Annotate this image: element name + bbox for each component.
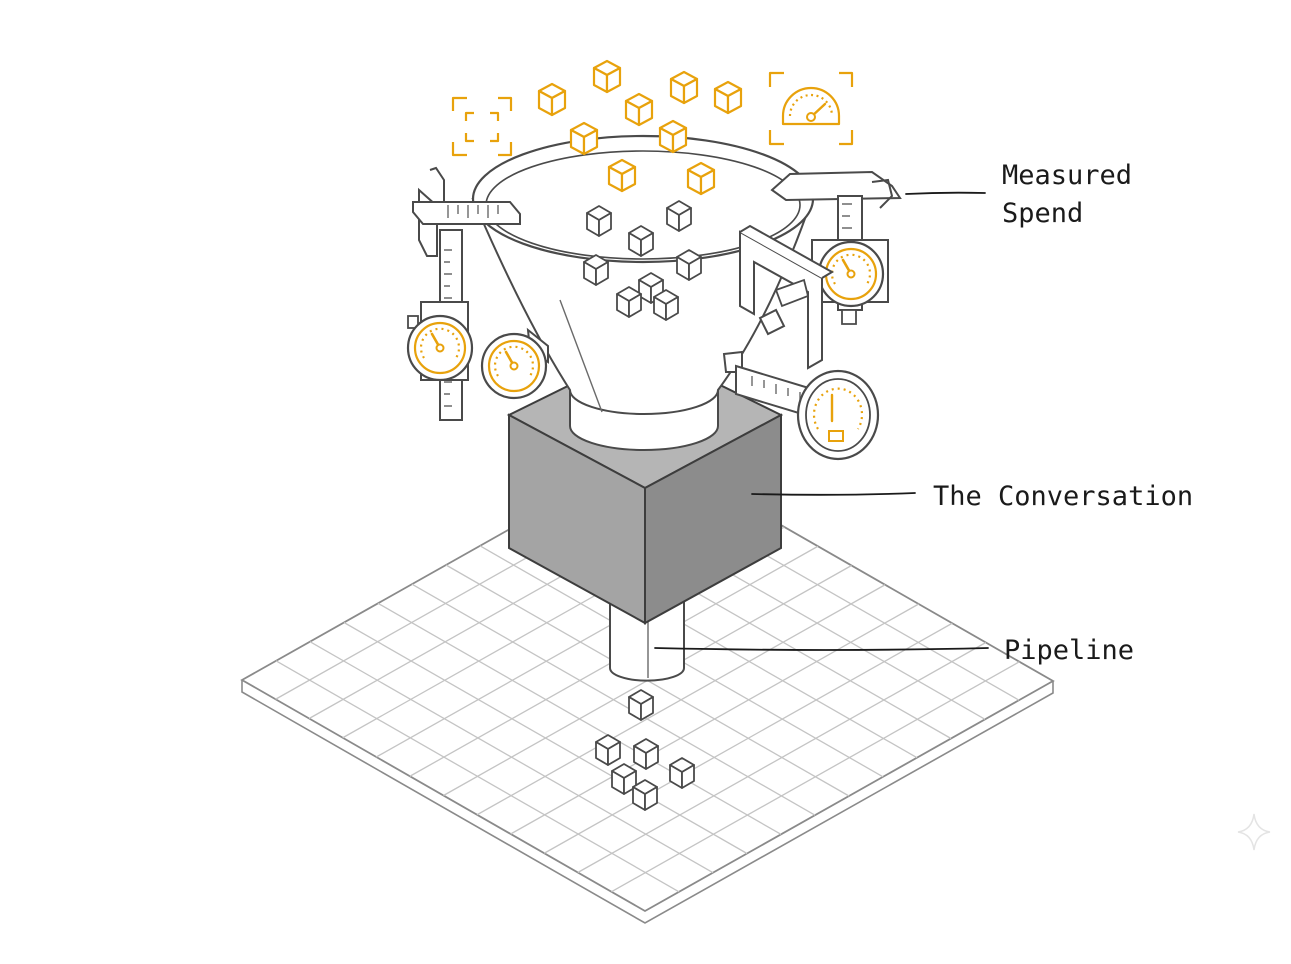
cube-icon bbox=[628, 689, 654, 721]
conversation-label: The Conversation bbox=[933, 481, 1193, 512]
measured-spend-label: Measured bbox=[1002, 160, 1132, 191]
measured-spend-label-line2: Spend bbox=[1002, 198, 1083, 229]
cube-icon bbox=[624, 92, 654, 127]
bracket-tool bbox=[739, 224, 834, 370]
callout-lines bbox=[654, 191, 989, 651]
cube-icon bbox=[592, 59, 622, 94]
grid-line bbox=[611, 661, 1020, 893]
cube-icon bbox=[583, 254, 609, 286]
pipeline-cylinder bbox=[609, 598, 685, 682]
gauge-icon bbox=[480, 327, 549, 400]
cube-icon bbox=[633, 738, 659, 770]
cube-icon bbox=[669, 757, 695, 789]
cube-icon bbox=[658, 119, 688, 154]
sparkle-icon bbox=[1237, 813, 1271, 851]
caliper-icon bbox=[722, 350, 880, 461]
cube-icon bbox=[537, 82, 567, 117]
caliper-icon bbox=[406, 166, 521, 421]
cube-icon bbox=[586, 205, 612, 237]
cube-icon bbox=[628, 225, 654, 257]
cube-icon bbox=[653, 289, 679, 321]
cube-icon bbox=[569, 121, 599, 156]
speedometer-icon bbox=[768, 71, 854, 146]
cube-icon bbox=[666, 200, 692, 232]
grid-line bbox=[577, 641, 987, 874]
focus-frame-icon bbox=[451, 96, 513, 157]
cube-icon bbox=[713, 80, 743, 115]
cube-icon bbox=[676, 249, 702, 281]
pipeline-label: Pipeline bbox=[1004, 635, 1134, 666]
gauge-icon bbox=[406, 314, 474, 382]
cube-icon bbox=[607, 158, 637, 193]
cube-icon bbox=[632, 779, 658, 811]
cube-icon bbox=[669, 70, 699, 105]
caliper-icon bbox=[770, 170, 902, 325]
cube-icon bbox=[686, 161, 716, 196]
cube-icon bbox=[616, 286, 642, 318]
cube-icon bbox=[595, 734, 621, 766]
